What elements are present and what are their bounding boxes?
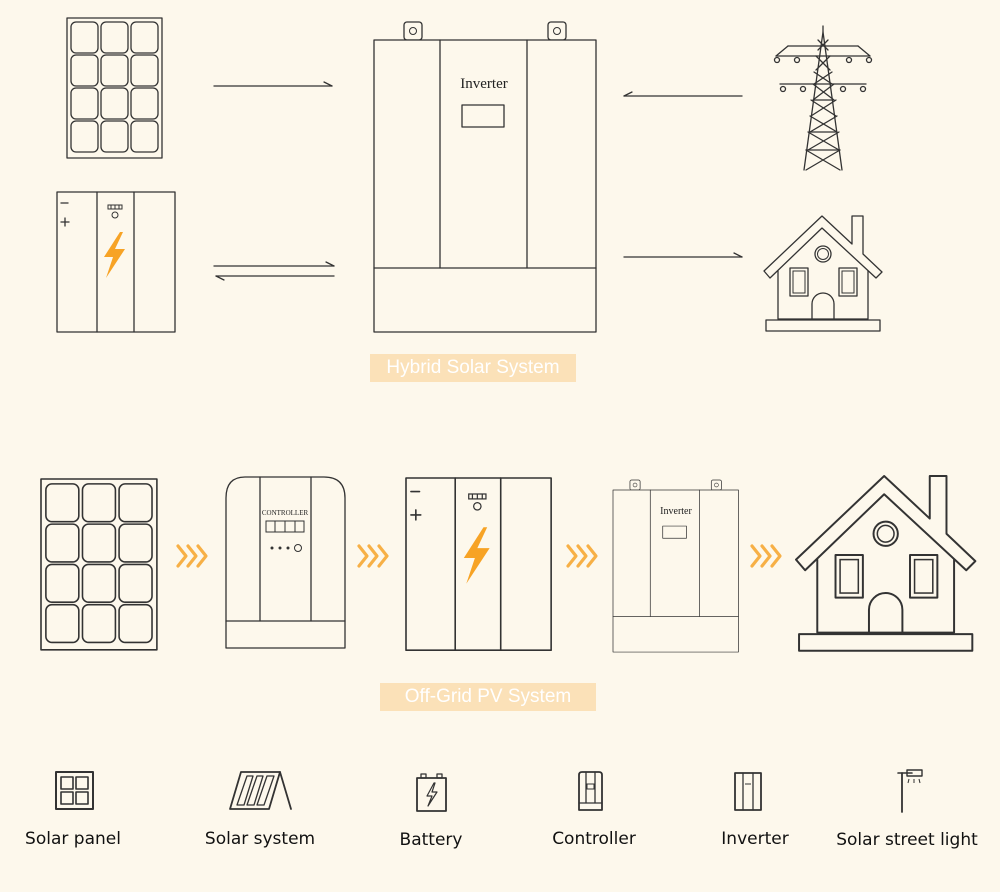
arrow-inverter-to-house bbox=[623, 252, 743, 258]
offgrid-controller: CONTROLLER bbox=[225, 476, 346, 649]
solar-street-light-icon bbox=[897, 769, 923, 813]
offgrid-chevrons-2 bbox=[357, 544, 389, 568]
offgrid-controller-label: CONTROLLER bbox=[262, 509, 309, 517]
hybrid-caption: Hybrid Solar System bbox=[370, 354, 576, 382]
offgrid-battery bbox=[405, 477, 552, 651]
solar-system-icon bbox=[229, 771, 292, 810]
hybrid-house bbox=[763, 215, 883, 332]
offgrid-chevrons-4 bbox=[750, 544, 782, 568]
offgrid-caption: Off-Grid PV System bbox=[380, 683, 596, 711]
offgrid-solar-panel bbox=[41, 479, 157, 650]
solar-panel-icon bbox=[55, 771, 94, 810]
legend-label-controller: Controller bbox=[552, 829, 636, 849]
arrow-grid-to-inverter bbox=[623, 91, 743, 97]
legend-label-inverter: Inverter bbox=[721, 829, 789, 849]
hybrid-battery bbox=[56, 191, 176, 333]
offgrid-house bbox=[795, 475, 977, 652]
arrow-panel-to-inverter bbox=[213, 81, 333, 87]
power-grid-tower bbox=[773, 25, 873, 171]
legend-label-battery: Battery bbox=[399, 830, 463, 850]
legend-label-solar-panel: Solar panel bbox=[25, 829, 121, 849]
offgrid-chevrons-3 bbox=[566, 544, 598, 568]
controller-icon bbox=[578, 771, 603, 811]
hybrid-inverter-label: Inverter bbox=[460, 76, 507, 92]
battery-icon bbox=[416, 773, 447, 812]
offgrid-inverter-label: Inverter bbox=[660, 506, 692, 517]
hybrid-inverter: Inverter bbox=[373, 21, 597, 333]
offgrid-chevrons-1 bbox=[176, 544, 208, 568]
offgrid-inverter: Inverter bbox=[612, 479, 739, 653]
arrow-battery-inverter-bidirectional bbox=[213, 261, 335, 281]
legend-label-solar-street-light: Solar street light bbox=[836, 830, 978, 850]
legend-label-solar-system: Solar system bbox=[204, 829, 316, 849]
hybrid-solar-panel bbox=[67, 18, 162, 158]
inverter-icon bbox=[734, 772, 762, 811]
